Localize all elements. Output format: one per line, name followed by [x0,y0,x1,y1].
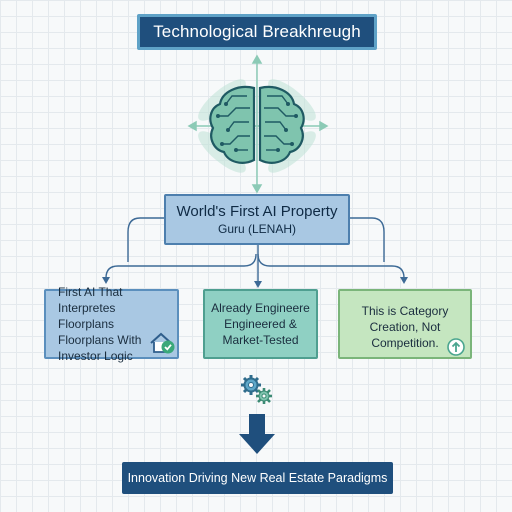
floorplan-box: First AI That Interpretes Floorplans Flo… [44,285,179,363]
connector-arrowheads [102,277,408,288]
connector-lines [105,217,405,282]
down-arrow-icon [239,414,275,454]
brain-crosshair [187,54,329,194]
guru-subtitle: Guru (LENAH) [217,222,297,236]
guru-box: World's First AI Property Guru (LENAH) [164,194,350,245]
category-creation-box: This is Category Creation, Not Competiti… [338,289,472,359]
market-tested-box: Already Engineere Engineered & Market-Te… [203,289,318,359]
page-title: Technological Breakhreugh [137,14,377,50]
floorplan-box-text: First AI That Interpretes Floorplans Flo… [58,285,142,363]
footer-banner: Innovation Driving New Real Estate Parad… [122,462,393,494]
guru-title: World's First AI Property [176,203,338,220]
gears-icon [241,375,272,404]
house-check-icon [150,332,175,354]
market-tested-box-text: Already Engineere Engineered & Market-Te… [211,301,310,347]
up-arrow-circle-icon [447,338,465,356]
brain-icon [209,85,305,164]
category-creation-box-text: This is Category Creation, Not Competiti… [361,304,449,350]
